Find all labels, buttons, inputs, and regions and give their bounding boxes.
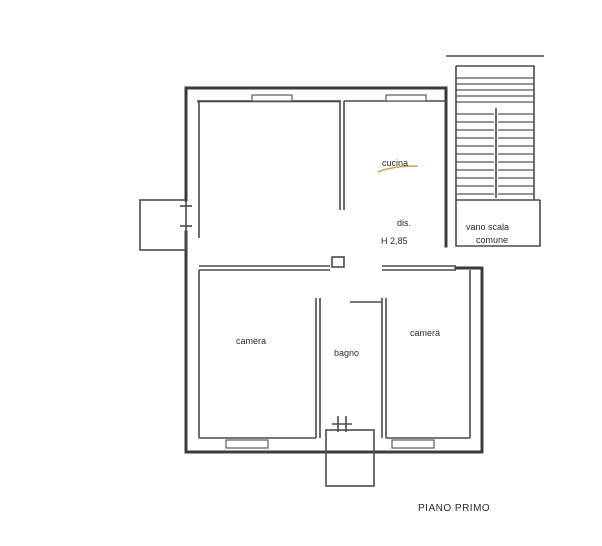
floor-title: PIANO PRIMO [418,503,490,514]
room-label-camera-left: camera [236,336,266,346]
balcony-left [139,199,187,251]
windows [180,94,435,449]
room-label-dis: dis. [397,218,411,228]
interior-walls [197,100,471,439]
room-height-label: H 2,85 [381,236,408,246]
kitchen-marker [377,165,419,173]
bottom-landing [325,416,375,487]
room-label-vano-scala: vano scala [466,222,509,232]
room-label-cucina: cucina [382,158,408,168]
room-label-comune: comune [476,235,508,245]
room-label-bagno: bagno [334,348,359,358]
outer-walls [184,86,484,454]
stair-treads [456,77,534,195]
room-label-camera-right: camera [410,328,440,338]
stairwell [446,55,544,247]
